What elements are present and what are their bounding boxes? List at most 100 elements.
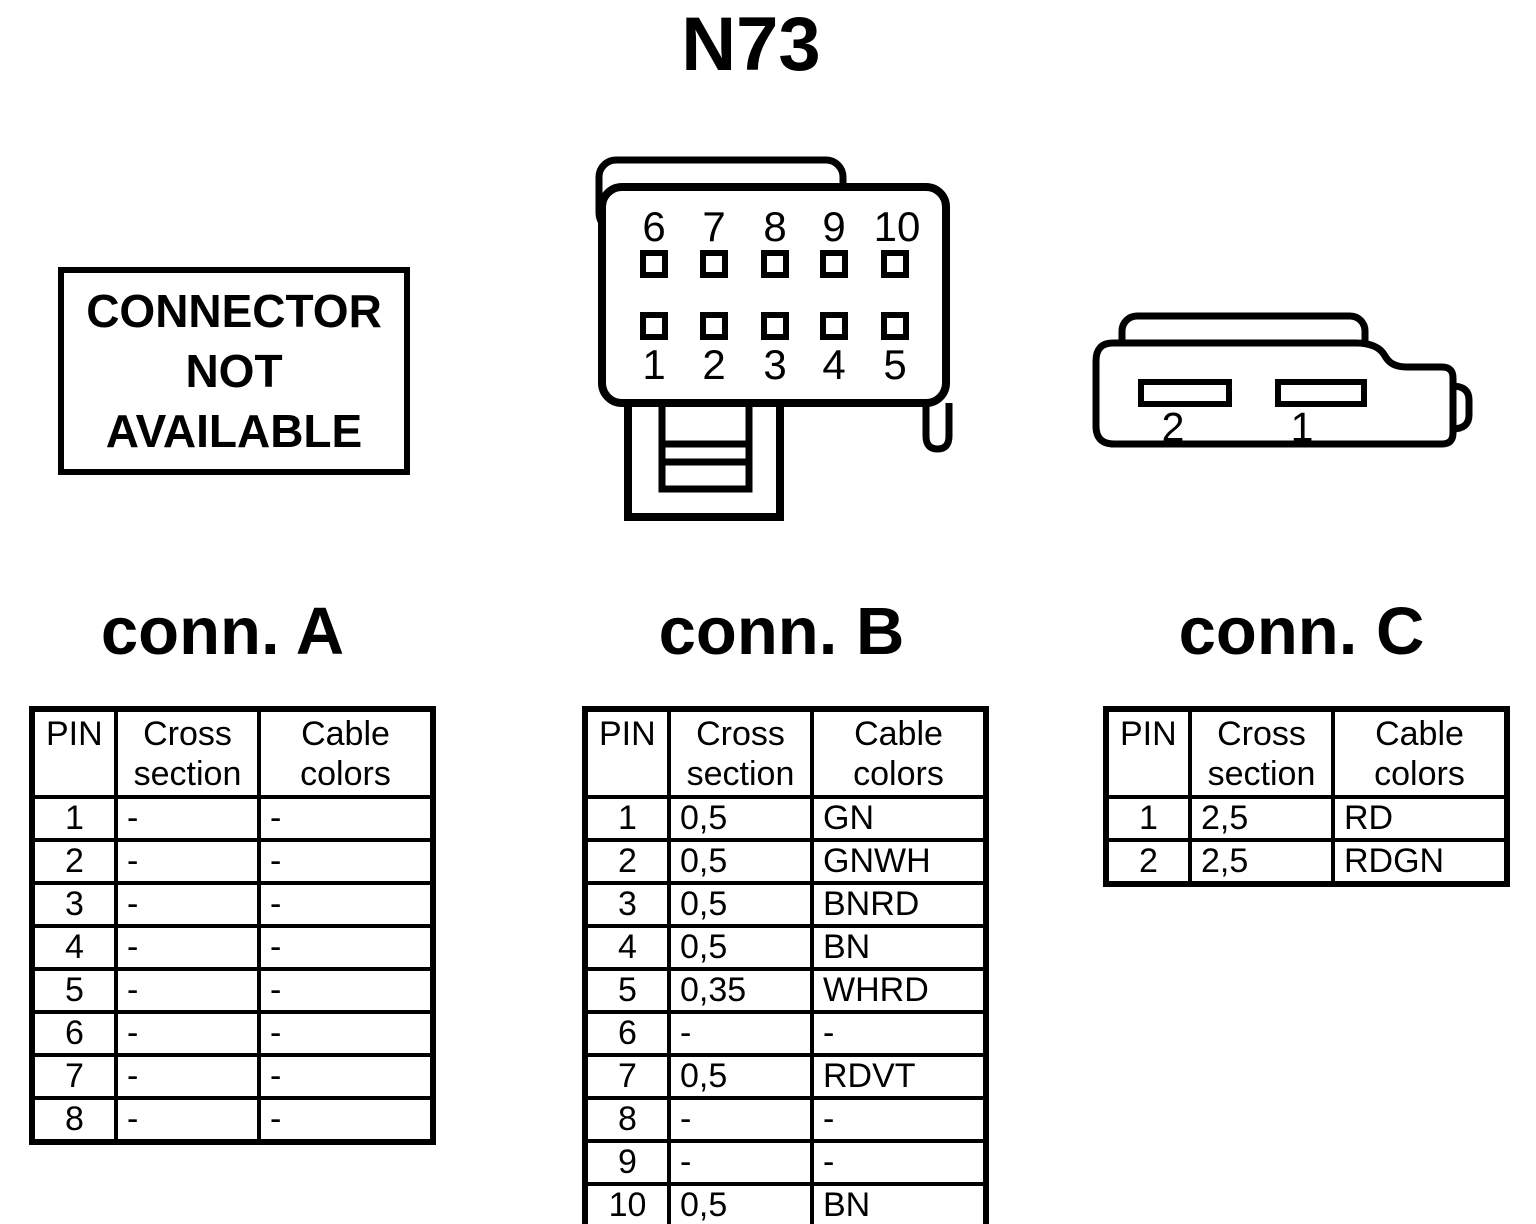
cable-color-cell: BNRD [810,881,988,928]
pin-number: 1 [1291,404,1314,450]
column-header: Cross section [114,707,261,799]
pin-slot-1 [1275,379,1367,407]
pin-cell: 7 [583,1053,671,1100]
conn-c-title: conn. C [1178,594,1425,669]
cable-color-cell: - [257,924,435,971]
connector-b-diagram: 6 7 8 9 10 1 2 3 4 5 [595,156,953,521]
cross-section-cell: 0,5 [667,924,814,971]
conn-b-title: conn. B [658,594,905,669]
cable-color-cell: - [257,838,435,885]
column-header: Cable colors [257,707,435,799]
cable-color-cell: BN [810,1182,988,1224]
connector-b-latch-ribs [662,440,749,466]
pin-cell: 9 [583,1139,671,1186]
connector-c-body [1092,339,1457,448]
column-header: Cross section [667,707,814,799]
pin-cell: 6 [583,1010,671,1057]
pin-hole-5 [881,312,909,340]
pin-hole-1 [640,312,668,340]
page-title: N73 [681,2,821,87]
pin-number: 9 [822,203,845,250]
table-row: 5-- [30,967,435,1014]
na-box-line: AVAILABLE [105,405,363,457]
table-row: 6-- [583,1010,988,1057]
cable-color-cell: - [257,1010,435,1057]
pin-number: 5 [883,341,906,388]
cross-section-cell: 0,5 [667,1182,814,1224]
pin-cell: 1 [30,795,118,842]
cable-color-cell: - [257,881,435,928]
pin-cell: 5 [30,967,118,1014]
connector-not-available-box: CONNECTOR NOT AVAILABLE [58,267,410,475]
cross-section-cell: - [114,838,261,885]
cross-section-cell: - [114,1096,261,1144]
pin-number: 8 [763,203,786,250]
table-row: 8-- [583,1096,988,1143]
pin-number: 4 [822,341,845,388]
pin-hole-9 [820,250,848,278]
cross-section-cell: 2,5 [1188,838,1335,886]
pin-number: 10 [874,203,921,250]
cable-color-cell: RD [1331,795,1509,842]
table-row: 2-- [30,838,435,885]
column-header: Cross section [1188,707,1335,799]
connector-c-diagram: 2 1 [1092,312,1473,450]
pin-number: 2 [702,341,725,388]
cable-color-cell: - [810,1096,988,1143]
table-row: 8-- [30,1096,435,1144]
cable-color-cell: RDGN [1331,838,1509,886]
pin-cell: 3 [30,881,118,928]
cross-section-cell: - [114,881,261,928]
pin-hole-2 [700,312,728,340]
pin-cell: 10 [583,1182,671,1224]
cable-color-cell: - [257,795,435,842]
table-row: 7-- [30,1053,435,1100]
pin-number: 3 [763,341,786,388]
cross-section-cell: 0,5 [667,881,814,928]
pin-cell: 5 [583,967,671,1014]
pin-cell: 8 [583,1096,671,1143]
cable-color-cell: - [810,1010,988,1057]
pin-number: 1 [642,341,665,388]
cross-section-cell: - [667,1139,814,1186]
na-box-line: CONNECTOR [86,285,382,337]
connector-b-front-housing [598,183,950,407]
table-row: 6-- [30,1010,435,1057]
table-row: 1-- [30,795,435,842]
pin-hole-8 [761,250,789,278]
column-header: PIN [30,707,118,799]
pin-cell: 2 [583,838,671,885]
cable-color-cell: GN [810,795,988,842]
table-row: 9-- [583,1139,988,1186]
pin-cell: 1 [583,795,671,842]
pin-cell: 7 [30,1053,118,1100]
cable-color-cell: BN [810,924,988,971]
cross-section-cell: - [667,1096,814,1143]
connector-b-latch-outer [624,403,784,521]
cross-section-cell: - [114,1010,261,1057]
column-header: Cable colors [810,707,988,799]
column-header: Cable colors [1331,707,1509,799]
cross-section-cell: - [667,1010,814,1057]
pin-hole-10 [881,250,909,278]
cross-section-cell: - [114,1053,261,1100]
column-header: PIN [1104,707,1192,799]
pin-slot-2 [1138,379,1232,407]
na-box-line: NOT [185,345,283,397]
pin-hole-6 [640,250,668,278]
pin-cell: 1 [1104,795,1192,842]
cable-color-cell: - [257,1096,435,1144]
pin-cell: 2 [30,838,118,885]
cable-color-cell: - [810,1139,988,1186]
